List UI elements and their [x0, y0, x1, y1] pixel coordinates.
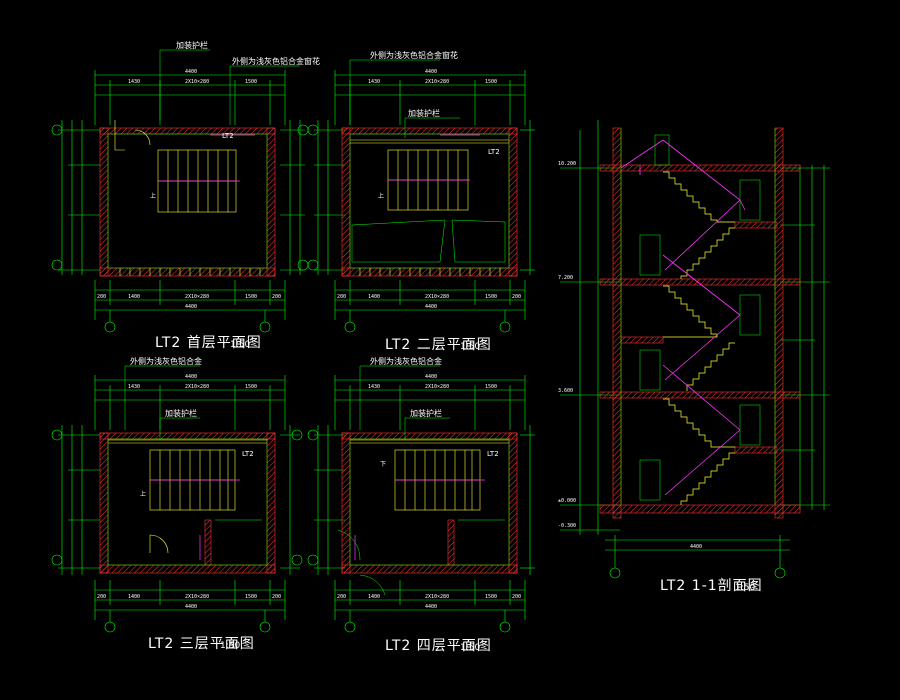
plan-2-dim-bot-2: 1400 [368, 294, 380, 300]
plan-3: 外侧为浅灰色铝合金 加装护栏 4400 1430 2X10×280 1500 2… [51, 356, 303, 652]
plan-4-dim-top-2: 2X10×280 [425, 384, 449, 390]
plan-1-dim-top-2: 2X10×280 [185, 79, 209, 85]
plan-4-down-label: 下 [380, 461, 386, 468]
plan-3-dim-bot-4: 1500 [245, 594, 257, 600]
plan-3-dim-bot-5: 200 [272, 594, 281, 600]
plan-2-up-label: 上 [378, 192, 384, 200]
plan-3-note-window: 外侧为浅灰色铝合金 [130, 356, 202, 366]
plan-2-dim-bot-4: 1500 [485, 294, 497, 300]
plan-1: 加装护栏 外侧为浅灰色铝合金窗花 4400 1430 2X10×280 1500… [51, 40, 320, 351]
plan-4-dim-bot-1: 200 [337, 594, 346, 600]
plan-1-dim-total-bottom: 4400 [185, 304, 197, 310]
plan-2: 外侧为浅灰色铝合金窗花 加装护栏 4400 1430 2X10×280 1500… [307, 50, 535, 353]
plan-3-dim-bot-3: 2X10×280 [185, 594, 209, 600]
plan-2-dim-top-2: 2X10×280 [425, 79, 449, 85]
plan-4-stair-tag: LT2 [487, 450, 499, 458]
plan-1-note-window: 外侧为浅灰色铝合金窗花 [232, 56, 320, 66]
section-level-2: 7.200 [558, 275, 573, 281]
plan-4: 外侧为浅灰色铝合金 加装护栏 4400 1430 2X10×280 1500 2… [307, 356, 535, 654]
plan-4-dim-bot-3: 2X10×280 [425, 594, 449, 600]
plan-1-dim-top-1: 1430 [128, 79, 140, 85]
plan-2-title: LT2 二层平面图 [385, 337, 492, 353]
plan-4-dim-bot-4: 1500 [485, 594, 497, 600]
plan-3-note-railing: 加装护栏 [165, 408, 197, 418]
plan-3-dim-top-2: 2X10×280 [185, 384, 209, 390]
section-level-3: 10.200 [558, 161, 576, 167]
plan-2-dim-total-top: 4400 [425, 69, 437, 75]
plan-4-dim-total-top: 4400 [425, 374, 437, 380]
plan-1-dim-bot-1: 200 [97, 294, 106, 300]
section-dim-width: 4400 [690, 544, 702, 550]
plan-3-dim-bot-1: 200 [97, 594, 106, 600]
plan-4-dim-top-1: 1430 [368, 384, 380, 390]
plan-2-dim-total-bottom: 4400 [425, 304, 437, 310]
section-level-1: 3.600 [558, 388, 573, 394]
plan-4-dim-top-3: 1500 [485, 384, 497, 390]
plan-4-title: LT2 四层平面图 [385, 638, 492, 654]
plan-3-dim-top-1: 1430 [128, 384, 140, 390]
plan-1-dim-total-top: 4400 [185, 69, 197, 75]
plan-2-note-railing: 加装护栏 [408, 108, 440, 118]
plan-3-dim-bot-2: 1400 [128, 594, 140, 600]
plan-3-scale: 1:50 [220, 641, 240, 651]
plan-1-dim-bot-3: 2X10×280 [185, 294, 209, 300]
plan-1-dim-bot-2: 1400 [128, 294, 140, 300]
section-title: LT2 1-1剖面图 [660, 578, 763, 594]
plan-4-note-railing: 加装护栏 [410, 408, 442, 418]
plan-4-scale: 1:50 [460, 643, 480, 653]
plan-1-stair-tag: LT2 [222, 132, 234, 140]
plan-2-scale: 1:50 [460, 342, 480, 352]
plan-2-dim-bot-3: 2X10×280 [425, 294, 449, 300]
plan-3-dim-total-bottom: 4400 [185, 604, 197, 610]
plan-2-stair-tag: LT2 [488, 148, 500, 156]
plan-4-dim-total-bottom: 4400 [425, 604, 437, 610]
section-1-1: 10.200 7.200 3.600 ±0.000 -0.300 4400 LT… [558, 120, 830, 594]
plan-4-dim-bot-2: 1400 [368, 594, 380, 600]
section-level-0: ±0.000 [558, 498, 576, 504]
plan-1-title: LT2 首层平面图 [155, 335, 262, 351]
plan-2-dim-top-3: 1500 [485, 79, 497, 85]
plan-3-up-label: 上 [140, 490, 146, 498]
section-level-ground: -0.300 [558, 523, 576, 529]
plan-1-dim-bot-4: 1500 [245, 294, 257, 300]
plan-1-note-railing: 加装护栏 [176, 40, 208, 50]
plan-3-title: LT2 三层平面图 [148, 636, 255, 652]
plan-4-dim-bot-5: 200 [512, 594, 521, 600]
plan-1-dim-bot-5: 200 [272, 294, 281, 300]
section-scale: 1:50 [735, 583, 755, 593]
plan-3-stair-tag: LT2 [242, 450, 254, 458]
plan-1-scale: 1:50 [230, 340, 250, 350]
plan-1-dim-top-3: 1500 [245, 79, 257, 85]
plan-1-up-label: 上 [150, 192, 156, 200]
plan-2-note-window: 外侧为浅灰色铝合金窗花 [370, 50, 458, 60]
plan-2-dim-bot-5: 200 [512, 294, 521, 300]
plan-3-dim-top-3: 1500 [245, 384, 257, 390]
plan-2-dim-top-1: 1430 [368, 79, 380, 85]
plan-2-dim-bot-1: 200 [337, 294, 346, 300]
plan-4-note-window: 外侧为浅灰色铝合金 [370, 356, 442, 366]
plan-3-dim-total-top: 4400 [185, 374, 197, 380]
